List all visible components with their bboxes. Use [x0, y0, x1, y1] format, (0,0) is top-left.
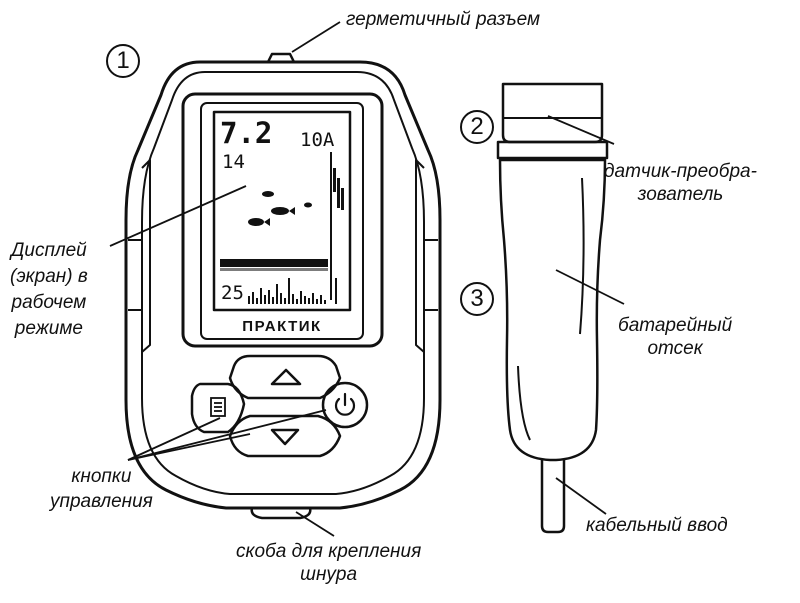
leader-clip — [295, 511, 335, 537]
leader-buttons-3 — [127, 409, 327, 461]
temperature-readout: 14 — [222, 151, 245, 173]
side-grip-right-rib — [424, 239, 438, 311]
sonar-column — [333, 168, 344, 210]
label-cable-entry: кабельный ввод — [586, 515, 728, 536]
depth-readout: 7.2 — [220, 116, 272, 150]
battery-highlight-right — [579, 177, 585, 335]
menu-icon — [210, 397, 226, 417]
bottom-echo-bars — [248, 278, 326, 304]
label-cord-clip: скоба для крепления шнура — [236, 541, 422, 585]
brand-logo: ПРАКТИК — [242, 318, 321, 335]
bottom-contour — [220, 259, 328, 271]
leader-buttons-1 — [127, 417, 221, 461]
lcd-screen: 7.2 14 10A 25 — [220, 116, 344, 304]
leader-sensor — [547, 115, 615, 145]
label-display: Дисплей (экран) в рабочем режиме — [10, 240, 88, 339]
side-grip-left-rib — [128, 239, 142, 311]
power-icon — [334, 392, 356, 416]
cord-clip — [250, 507, 312, 520]
triangle-down-icon — [270, 428, 300, 446]
display-window — [212, 110, 352, 312]
battery-compartment[interactable] — [498, 158, 607, 462]
range-readout: 10A — [300, 129, 335, 151]
callout-number-3: 3 — [460, 282, 494, 316]
transducer — [496, 82, 609, 534]
leader-cable — [555, 477, 607, 515]
sealed-connector — [266, 52, 296, 63]
callout-number-1: 1 — [106, 44, 140, 78]
leader-connector — [291, 21, 341, 53]
leader-display — [109, 185, 247, 247]
device-shell-inner — [141, 71, 425, 495]
down-button[interactable] — [228, 414, 342, 458]
side-grip-left — [141, 159, 151, 353]
fish-icon — [248, 191, 312, 226]
callout-number-2: 2 — [460, 110, 494, 144]
label-control-buttons: кнопки управления — [50, 466, 153, 512]
cable-entry — [540, 460, 566, 534]
label-transducer: датчик-преобра- зователь — [604, 161, 757, 205]
battery-highlight-left — [517, 365, 531, 441]
side-grip-right — [415, 159, 425, 353]
up-button[interactable] — [228, 354, 342, 400]
screen-bezel-inner — [200, 102, 364, 340]
screen-bezel-outer — [181, 92, 384, 348]
power-button[interactable] — [321, 381, 369, 429]
device-shell-outer — [124, 60, 442, 510]
triangle-up-icon — [270, 368, 302, 386]
menu-button[interactable] — [190, 382, 246, 434]
label-battery-compartment: батарейный отсек — [618, 315, 733, 359]
sensor-collar — [496, 140, 609, 160]
fish-finder-device — [124, 52, 442, 520]
scale-min-readout: 25 — [221, 282, 244, 304]
leader-battery — [555, 269, 625, 305]
label-sealed-connector: герметичный разъем — [346, 9, 541, 30]
